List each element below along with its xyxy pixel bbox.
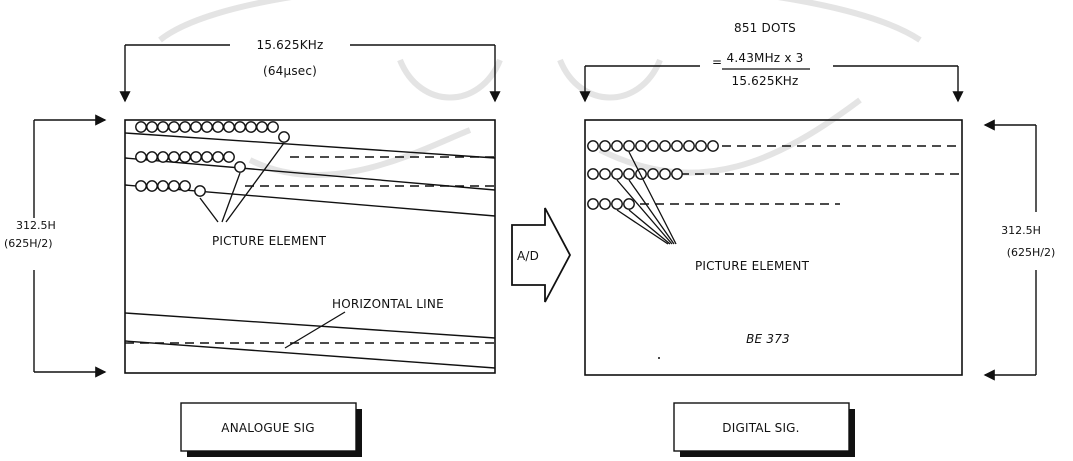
- analogue-picture-element-label: PICTURE ELEMENT: [212, 234, 327, 248]
- analogue-period-label: (64µsec): [263, 64, 317, 78]
- analogue-vertical-label: 312.5H: [16, 219, 56, 232]
- analogue-picture-elements: [136, 122, 289, 196]
- horizontal-line-label: HORIZONTAL LINE: [332, 297, 444, 311]
- digital-vertical-label: 312.5H: [1001, 224, 1041, 237]
- formula-equals: =: [712, 55, 722, 69]
- digital-vertical-sublabel: (625H/2): [1007, 246, 1056, 259]
- analogue-frequency-label: 15.625KHz: [257, 38, 324, 52]
- digital-caption-label: DIGITAL SIG.: [722, 421, 799, 435]
- stray-dot: [658, 357, 660, 359]
- formula-numerator: 4.43MHz x 3: [727, 51, 804, 65]
- formula-denominator: 15.625KHz: [732, 74, 799, 88]
- analogue-vertical-sublabel: (625H/2): [4, 237, 53, 250]
- digital-dots-label: 851 DOTS: [734, 21, 796, 35]
- ad-converter-label: A/D: [517, 249, 539, 263]
- document-code-label: BE 373: [746, 332, 790, 346]
- analogue-caption-label: ANALOGUE SIG: [221, 421, 314, 435]
- watermark-seal: [160, 0, 920, 175]
- digital-picture-element-label: PICTURE ELEMENT: [695, 259, 810, 273]
